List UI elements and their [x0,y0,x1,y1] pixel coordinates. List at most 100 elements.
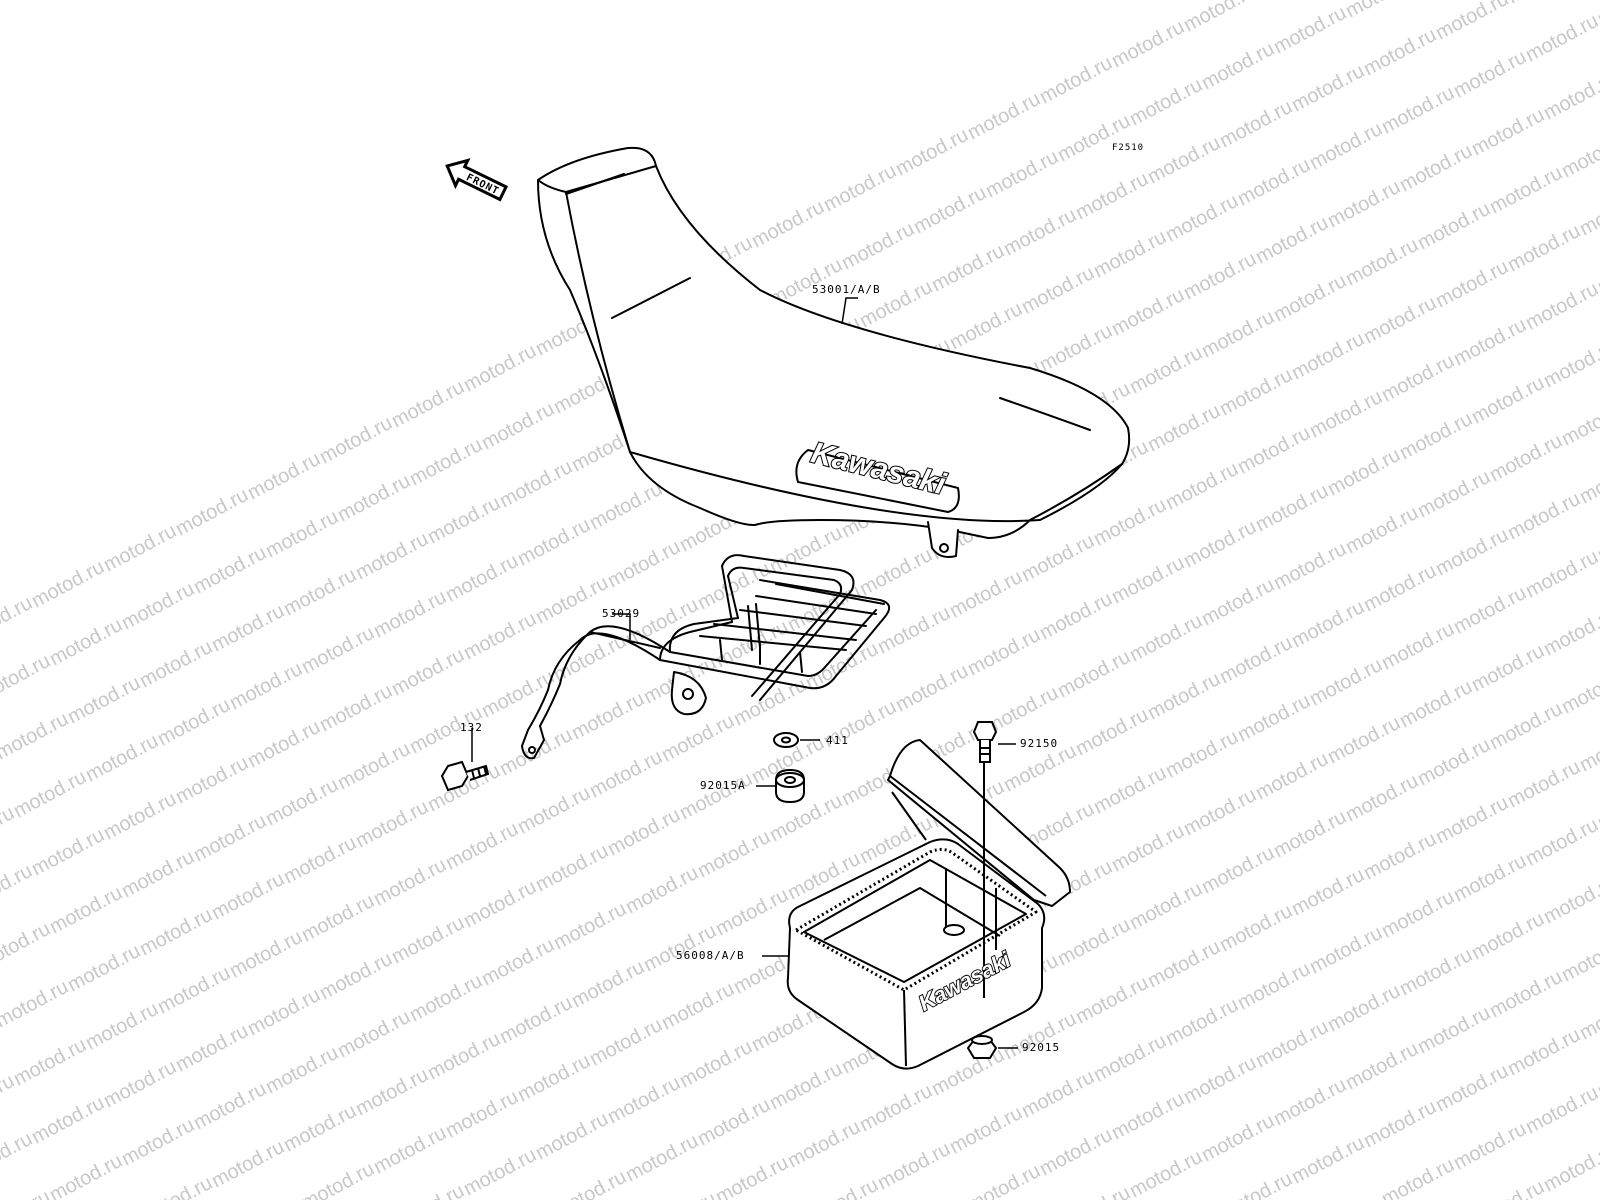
watermark-text: motod.ru [154,962,234,1018]
watermark-text: motod.ru [1486,162,1566,218]
watermark-text: motod.ru [226,926,306,982]
watermark-text: motod.ru [874,1138,954,1194]
watermark-text: motod.ru [604,804,684,860]
watermark-text: motod.ru [1522,814,1600,870]
watermark-text: motod.ru [1594,0,1600,30]
watermark-text: motod.ru [10,1034,90,1090]
watermark-text: motod.ru [766,1058,846,1114]
watermark-text: motod.ru [1108,552,1188,608]
watermark-text: motod.ru [1468,908,1548,964]
bolt-132-drawing [440,760,490,792]
watermark-text: motod.ru [1126,74,1206,130]
watermark-text: motod.ru [964,88,1044,144]
watermark-text: motod.ru [1486,430,1566,486]
watermark-text: motod.ru [532,840,612,896]
watermark-text: motod.ru [64,940,144,996]
watermark-text: motod.ru [1072,168,1152,224]
watermark-text: motod.ru [1090,226,1170,282]
watermark-text: motod.ru [1522,10,1600,66]
watermark-text: motod.ru [1342,234,1422,290]
watermark-text: motod.ru [622,862,702,918]
watermark-text: motod.ru [1126,878,1206,934]
watermark-text: motod.ru [100,1056,180,1112]
watermark-text: motod.ru [1558,394,1600,450]
watermark-text: motod.ru [118,846,198,902]
watermark-text: motod.ru [1162,190,1242,246]
watermark-text: motod.ru [478,398,558,454]
watermark-text: motod.ru [550,1166,630,1200]
watermark-text: motod.ru [1162,458,1242,514]
watermark-text: motod.ru [874,602,954,658]
leader-53029 [612,613,631,640]
watermark-text: motod.ru [298,1158,378,1200]
watermark-text: motod.ru [1288,328,1368,384]
watermark-text: motod.ru [802,1174,882,1200]
watermark-text: motod.ru [1288,864,1368,920]
watermark-text: motod.ru [1180,248,1260,304]
watermark-text: motod.ru [388,376,468,432]
watermark-text: motod.ru [1036,1124,1116,1180]
watermark-text: motod.ru [442,818,522,874]
watermark-text: motod.ru [208,600,288,656]
front-arrow-icon: FRONT [445,158,509,202]
watermark-text: motod.ru [1450,850,1530,906]
watermark-text: motod.ru [136,1172,216,1200]
watermark-text: motod.ru [316,948,396,1004]
watermark-text: motod.ru [1144,668,1224,724]
watermark-text: motod.ru [604,536,684,592]
watermark-text: motod.ru [1090,494,1170,550]
watermark-text: motod.ru [1414,198,1494,254]
watermark-text: motod.ru [1162,994,1242,1050]
watermark-text: motod.ru [1414,466,1494,522]
watermark-text: motod.ru [1324,980,1404,1036]
watermark-text: motod.ru [1540,336,1600,392]
watermark-text: motod.ru [1054,1182,1134,1200]
watermark-text: motod.ru [1180,516,1260,572]
watermark-text: motod.ru [820,160,900,216]
watermark-text: motod.ru [172,484,252,540]
watermark-text: motod.ru [0,592,36,648]
watermark-text: motod.ru [1180,784,1260,840]
watermark-text: motod.ru [910,182,990,238]
watermark-text: motod.ru [1486,966,1566,1022]
watermark-text: motod.ru [1108,1088,1188,1144]
watermark-text: motod.ru [10,766,90,822]
watermark-text: motod.ru [640,1188,720,1200]
watermark-text: motod.ru [1288,60,1368,116]
figure-code: F2510 [1112,143,1145,153]
watermark-text: motod.ru [0,708,72,764]
watermark-text: motod.ru [676,768,756,824]
watermark-text: motod.ru [1414,734,1494,790]
watermark-text: motod.ru [154,694,234,750]
watermark-text: motod.ru [208,1136,288,1192]
watermark-text: motod.ru [1324,712,1404,768]
watermark-text: motod.ru [1198,842,1278,898]
watermark-text: motod.ru [1504,488,1584,544]
watermark-text: motod.ru [1270,806,1350,862]
watermark-text: motod.ru [1126,610,1206,666]
watermark-text: motod.ru [1216,900,1296,956]
watermark-text: motod.ru [928,240,1008,296]
watermark-text: motod.ru [118,1114,198,1170]
watermark-text: motod.ru [1108,284,1188,340]
watermark-text: motod.ru [514,514,594,570]
watermark-text: motod.ru [1432,0,1512,44]
watermark-text: motod.ru [406,434,486,490]
watermark-text: motod.ru [1306,118,1386,174]
watermark-text: motod.ru [1126,342,1206,398]
watermark-text: motod.ru [316,680,396,736]
watermark-text: motod.ru [190,542,270,598]
watermark-text: motod.ru [388,912,468,968]
watermark-text: motod.ru [136,904,216,960]
watermark-text: motod.ru [1540,1140,1600,1196]
watermark-text: motod.ru [262,774,342,830]
watermark-text: motod.ru [1324,176,1404,232]
watermark-text: motod.ru [82,998,162,1054]
watermark-text: motod.ru [496,992,576,1048]
watermark-text: motod.ru [982,146,1062,202]
seat-drawing [537,146,1131,558]
watermark-text: motod.ru [1360,24,1440,80]
watermark-text: motod.ru [0,1128,36,1184]
watermark-text: motod.ru [1162,726,1242,782]
